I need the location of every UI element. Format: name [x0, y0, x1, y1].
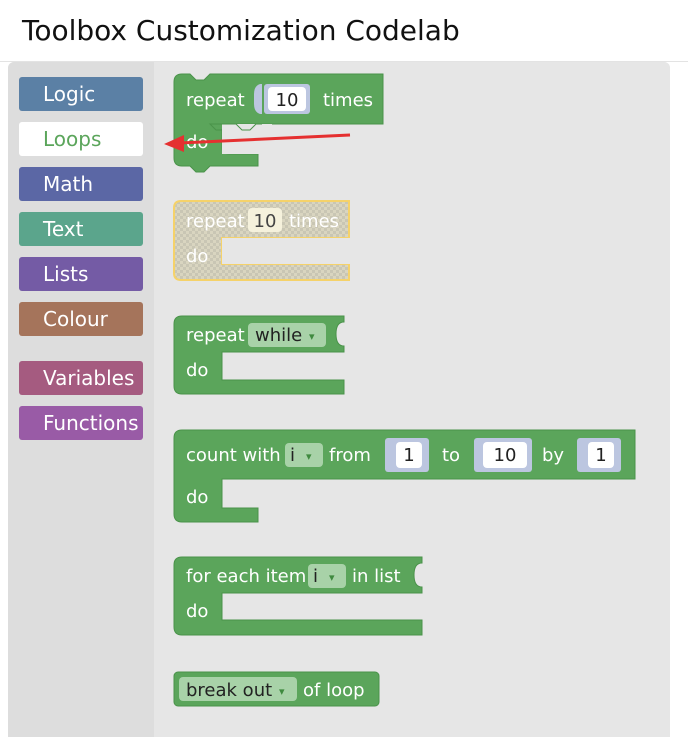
header-divider [0, 61, 688, 62]
category-logic[interactable]: Logic [19, 77, 143, 111]
for-each-label: for each item [186, 566, 306, 587]
category-variables[interactable]: Variables [19, 361, 143, 395]
ghost-count-input[interactable] [248, 208, 282, 232]
category-math[interactable]: Math [19, 167, 143, 201]
for-each-var-dropdown[interactable] [308, 564, 346, 588]
to-input[interactable] [483, 442, 527, 468]
category-text[interactable]: Text [19, 212, 143, 246]
times-label: times [323, 90, 373, 111]
repeat-times-ghost-block[interactable]: repeat 10 times do [173, 200, 352, 281]
count-input[interactable] [268, 87, 306, 111]
category-colour[interactable]: Colour [19, 302, 143, 336]
from-input[interactable] [396, 442, 422, 468]
ghost-times-label: times [289, 211, 339, 232]
page-title: Toolbox Customization Codelab [22, 14, 460, 47]
to-value: 10 [494, 445, 517, 466]
category-functions[interactable]: Functions [19, 406, 143, 440]
break-out-value: break out [186, 680, 272, 701]
by-value: 1 [595, 445, 606, 466]
chevron-down-icon: ▾ [329, 571, 335, 584]
break-out-block[interactable]: break out ▾ of loop [173, 671, 380, 707]
while-dropdown-value: while [255, 325, 302, 346]
chevron-down-icon: ▾ [309, 330, 315, 343]
repeat-while-block[interactable]: repeat while ▾ do [173, 315, 345, 395]
for-each-block[interactable]: for each item i ▾ in list do [173, 556, 423, 636]
for-each-var-value: i [313, 566, 318, 587]
from-label: from [329, 445, 371, 466]
by-label: by [542, 445, 564, 466]
count-var-dropdown[interactable] [285, 443, 323, 467]
chevron-down-icon: ▾ [279, 685, 285, 698]
category-lists[interactable]: Lists [19, 257, 143, 291]
toolbox: Logic Loops Math Text Lists Colour Varia… [8, 62, 154, 737]
while-dropdown[interactable] [248, 323, 326, 347]
category-loops[interactable]: Loops [19, 122, 143, 156]
count-value: 10 [276, 90, 299, 111]
for-each-do-label: do [186, 601, 208, 622]
of-loop-label: of loop [303, 680, 365, 701]
by-input[interactable] [588, 442, 614, 468]
repeat-while-label: repeat [186, 325, 245, 346]
repeat-label: repeat [186, 90, 245, 111]
ghost-count-value: 10 [254, 211, 277, 232]
count-with-block[interactable]: count with i ▾ from 1 to 10 by 1 do [173, 429, 636, 523]
chevron-down-icon: ▾ [306, 450, 312, 463]
count-var-value: i [290, 445, 295, 466]
to-label: to [442, 445, 460, 466]
in-list-label: in list [352, 566, 401, 587]
red-arrow-icon [164, 133, 351, 152]
count-with-label: count with [186, 445, 281, 466]
from-value: 1 [403, 445, 414, 466]
while-do-label: do [186, 360, 208, 381]
repeat-times-block[interactable]: repeat 10 times do [173, 73, 384, 173]
break-out-dropdown[interactable] [179, 677, 297, 701]
count-do-label: do [186, 487, 208, 508]
ghost-repeat-label: repeat [186, 211, 245, 232]
ghost-do-label: do [186, 246, 208, 267]
